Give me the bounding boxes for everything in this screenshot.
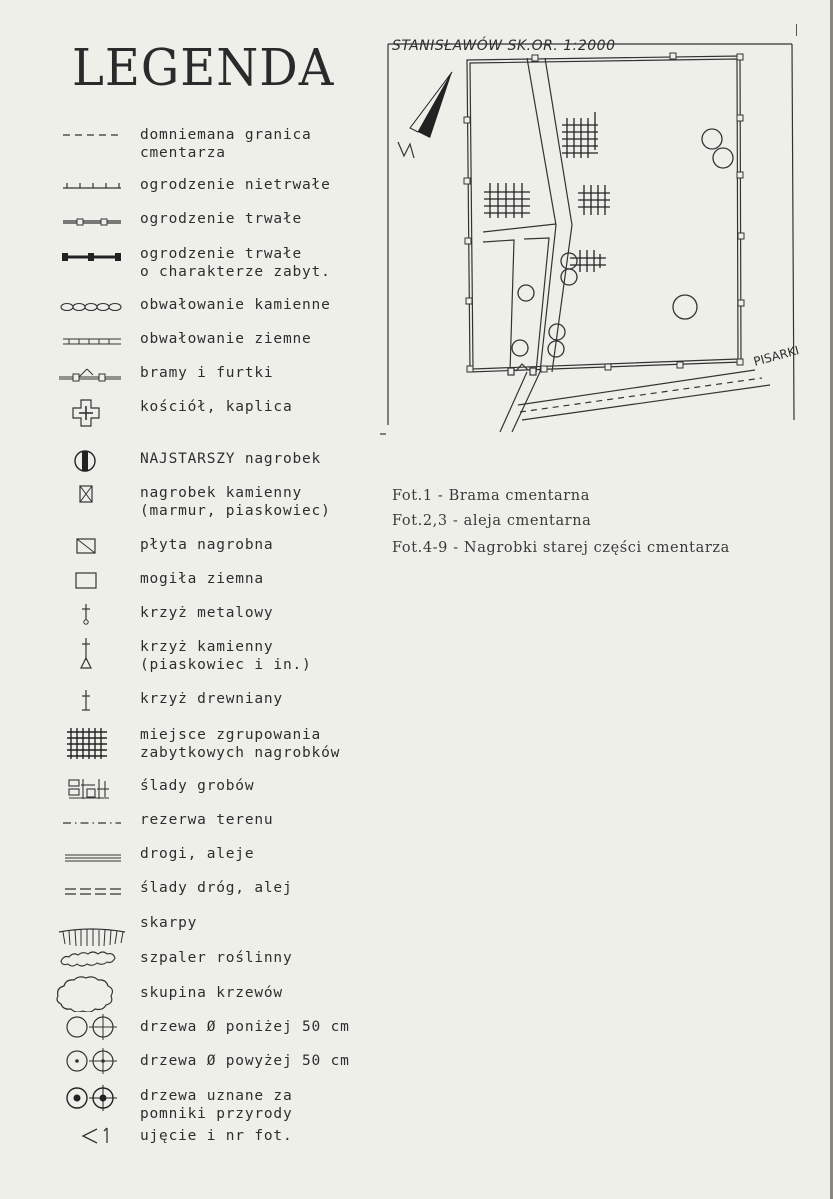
legend-label: nagrobek kamienny (marmur, piaskowiec) bbox=[140, 485, 331, 519]
legend-label: krzyż kamienny (piaskowiec i in.) bbox=[140, 639, 312, 673]
grave-traces-symbol bbox=[68, 779, 109, 799]
legend-label: drzewa Ø poniżej 50 cm bbox=[140, 1019, 350, 1035]
legend-label: szpaler roślinny bbox=[140, 950, 293, 966]
photo-point-symbol bbox=[81, 1127, 108, 1144]
historic-fence-symbol bbox=[62, 253, 121, 261]
gate-icon bbox=[507, 363, 537, 376]
legend-label: płyta nagrobna bbox=[140, 537, 274, 553]
legend-label: ujęcie i nr fot. bbox=[140, 1128, 293, 1144]
earth-embankment-symbol bbox=[63, 338, 121, 345]
cemetery-alleys bbox=[482, 57, 573, 373]
legend-label: obwałowanie ziemne bbox=[140, 331, 312, 347]
wooden-cross-symbol bbox=[82, 690, 90, 711]
legend-label: ogrodzenie trwałe bbox=[140, 211, 303, 227]
legend-label: bramy i furtki bbox=[140, 365, 274, 381]
legend-label: ślady grobów bbox=[140, 778, 255, 794]
cemetery-fence bbox=[466, 55, 742, 373]
legend-label: drzewa uznane za pomniki przyrody bbox=[140, 1088, 293, 1122]
legend-label: krzyż metalowy bbox=[140, 605, 274, 621]
legend-label: mogiła ziemna bbox=[140, 571, 264, 587]
large-trees-symbol bbox=[66, 1048, 117, 1074]
legend-label: rezerwa terenu bbox=[140, 812, 274, 828]
legend-label: NAJSTARSZY nagrobek bbox=[140, 451, 322, 467]
church-symbol bbox=[72, 399, 100, 427]
small-trees-symbol bbox=[66, 1014, 117, 1040]
grave-slab-symbol bbox=[76, 538, 96, 554]
shrubs-symbol bbox=[56, 976, 114, 1012]
legend-label: drzewa Ø powyżej 50 cm bbox=[140, 1053, 350, 1069]
historic-graves-grid-symbol bbox=[67, 728, 107, 759]
page-mark bbox=[796, 24, 797, 36]
escarpment-symbol bbox=[58, 928, 126, 947]
map-frame bbox=[380, 43, 795, 435]
hedge-symbol bbox=[60, 951, 116, 967]
legend-label: krzyż drewniany bbox=[140, 691, 283, 707]
road-symbol bbox=[65, 854, 121, 862]
dashed-line-symbol bbox=[63, 134, 123, 136]
stone-cross-symbol bbox=[80, 638, 92, 669]
access-road bbox=[499, 369, 771, 433]
legend-label: ślady dróg, alej bbox=[140, 880, 293, 896]
legend-label: miejsce zgrupowania zabytkowych nagrobkó… bbox=[140, 727, 341, 761]
legend-label: obwałowanie kamienne bbox=[140, 297, 331, 313]
map-title: STANISŁAWÓW SK.OR. 1:2000 bbox=[392, 38, 616, 54]
historic-graves-grid bbox=[484, 112, 610, 272]
legend-label: skarpy bbox=[140, 915, 198, 931]
permanent-fence-symbol bbox=[63, 218, 121, 226]
metal-cross-symbol bbox=[82, 604, 90, 625]
legend-label: domniemana granica cmentarza bbox=[140, 127, 312, 161]
legend-label: ogrodzenie nietrwałe bbox=[140, 177, 331, 193]
earth-grave-symbol bbox=[75, 572, 97, 589]
photo-caption: Fot.1 - Brama cmentarna bbox=[392, 488, 590, 504]
road-traces-symbol bbox=[65, 888, 121, 895]
stone-grave-symbol bbox=[79, 485, 93, 503]
gate-symbol bbox=[59, 368, 121, 382]
legend-label: skupina krzewów bbox=[140, 985, 283, 1001]
legend-title: LEGENDA bbox=[72, 38, 335, 98]
temporary-fence-symbol bbox=[63, 183, 121, 189]
stone-embankment-symbol bbox=[60, 302, 122, 312]
photo-caption: Fot.4-9 - Nagrobki starej części cmentar… bbox=[392, 540, 730, 556]
legend-label: ogrodzenie trwałe o charakterze zabyt. bbox=[140, 246, 331, 280]
oldest-grave-symbol bbox=[74, 450, 96, 472]
legend-label: kościół, kaplica bbox=[140, 399, 293, 415]
north-arrow-icon bbox=[397, 71, 453, 159]
photo-caption: Fot.2,3 - aleja cmentarna bbox=[392, 513, 592, 529]
trees bbox=[511, 128, 734, 358]
dash-dot-line-symbol bbox=[63, 822, 121, 824]
fence-posts bbox=[463, 52, 745, 373]
monument-trees-symbol bbox=[66, 1085, 117, 1111]
legend-label: drogi, aleje bbox=[140, 846, 255, 862]
cemetery-map bbox=[380, 43, 795, 435]
